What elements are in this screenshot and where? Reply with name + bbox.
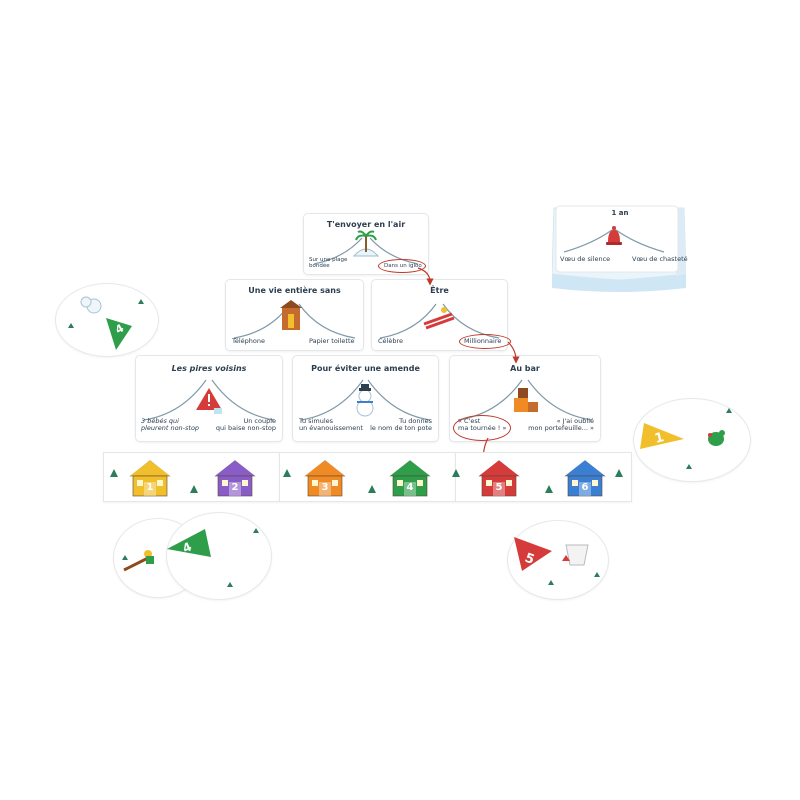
disc-number: 1 <box>653 430 666 447</box>
chalet-5[interactable]: 5 <box>474 456 524 504</box>
pine-tree-icon <box>190 478 198 497</box>
pine-tree-icon <box>545 478 553 497</box>
branch-lines <box>300 379 431 421</box>
chalet-number: 3 <box>321 482 329 493</box>
chalet-4[interactable]: 4 <box>385 456 435 504</box>
branch-lines <box>233 300 356 339</box>
card-left-option: Célèbre <box>378 337 403 345</box>
game-box[interactable]: 1 an Vœu de silence Vœu de chasteté <box>551 200 688 292</box>
card-left-option: Tu simules un évanouissement <box>299 417 363 433</box>
skier-figure <box>122 550 154 572</box>
token-disc-0[interactable]: 4 <box>55 283 159 357</box>
chalet-number: 2 <box>231 482 239 493</box>
box-card-left: Vœu de silence <box>560 255 611 263</box>
pine-tree-icon <box>452 462 460 481</box>
warning-sign-icon <box>196 388 222 414</box>
chalet-number: 5 <box>495 482 503 493</box>
bar-crates-icon <box>514 388 538 412</box>
chalet-number: 6 <box>581 482 589 493</box>
chalet-house-icon <box>386 457 434 497</box>
dilemma-card-c4[interactable]: Les pires voisins 3 bébés qui pleurent n… <box>135 355 283 442</box>
chalet-number: 1 <box>146 482 154 493</box>
game-box-shape <box>551 205 687 292</box>
box-card-title: 1 an <box>611 209 629 217</box>
chalet-1[interactable]: 1 <box>125 456 175 504</box>
snowman-icon <box>356 384 374 417</box>
disc-graphic: 4 <box>167 528 259 587</box>
dilemma-card-c2[interactable]: Une vie entière sans Téléphone Papier to… <box>225 279 364 351</box>
outhouse-icon <box>280 300 302 330</box>
chalet-house-icon <box>475 457 523 497</box>
igloo-palm-icon <box>352 230 380 257</box>
token-disc-3[interactable]: 5 <box>507 520 609 600</box>
branch-lines <box>143 379 275 421</box>
card-title: Les pires voisins <box>171 364 247 373</box>
token-disc-1[interactable]: 1 <box>633 398 751 482</box>
disc-graphic: 4 <box>68 296 144 350</box>
pine-tree-icon <box>368 478 376 497</box>
chalet-number: 4 <box>406 482 414 493</box>
skis-icon <box>423 307 455 330</box>
chalet-3[interactable]: 3 <box>300 456 350 504</box>
chalet-6[interactable]: 6 <box>560 456 610 504</box>
card-title: Une vie entière sans <box>248 286 341 295</box>
card-left-option: Sur une plage bondée <box>309 257 348 270</box>
selection-circle <box>378 259 426 273</box>
card-right-option: « J'ai oublié mon portefeuille... » <box>528 417 594 433</box>
card-right-option: Un couple qui baise non-stop <box>215 417 276 433</box>
chalet-2[interactable]: 2 <box>210 456 260 504</box>
selection-circle <box>453 415 511 441</box>
chalet-house-icon <box>211 457 259 497</box>
card-left-option: 3 bébés qui pleurent non-stop <box>141 417 200 433</box>
disc-graphic: 5 <box>514 537 600 585</box>
pine-tree-icon <box>615 462 623 481</box>
dilemma-card-c1[interactable]: T'envoyer en l'air Sur une plage bondée … <box>303 213 429 275</box>
card-right-option: Tu donnes le nom de ton pote <box>370 417 432 433</box>
branch-lines <box>313 230 419 265</box>
snowman-icon <box>80 296 102 314</box>
card-left-option: Téléphone <box>232 337 266 345</box>
pine-tree-icon <box>283 462 291 481</box>
chalet-house-icon <box>561 457 609 497</box>
card-title: T'envoyer en l'air <box>326 220 406 229</box>
chalet-house-icon <box>126 457 174 497</box>
disc-graphic: 1 <box>640 408 732 469</box>
box-card-right: Vœu de chasteté <box>632 255 688 263</box>
pine-tree-icon <box>110 462 118 481</box>
selection-circle <box>459 334 511 349</box>
branch-lines <box>379 303 500 339</box>
token-disc-2[interactable]: 4 <box>166 512 272 600</box>
card-title: Être <box>430 286 449 295</box>
yeti-icon <box>708 430 725 446</box>
bucket-icon <box>562 544 589 566</box>
card-title: Au bar <box>510 364 540 373</box>
chalet-house-icon <box>301 457 349 497</box>
alarm-bell-icon <box>606 226 622 245</box>
card-right-option: Papier toilette <box>309 337 355 345</box>
dilemma-card-c5[interactable]: Pour éviter une amende Tu simules un éva… <box>292 355 439 442</box>
card-title: Pour éviter une amende <box>311 364 420 373</box>
